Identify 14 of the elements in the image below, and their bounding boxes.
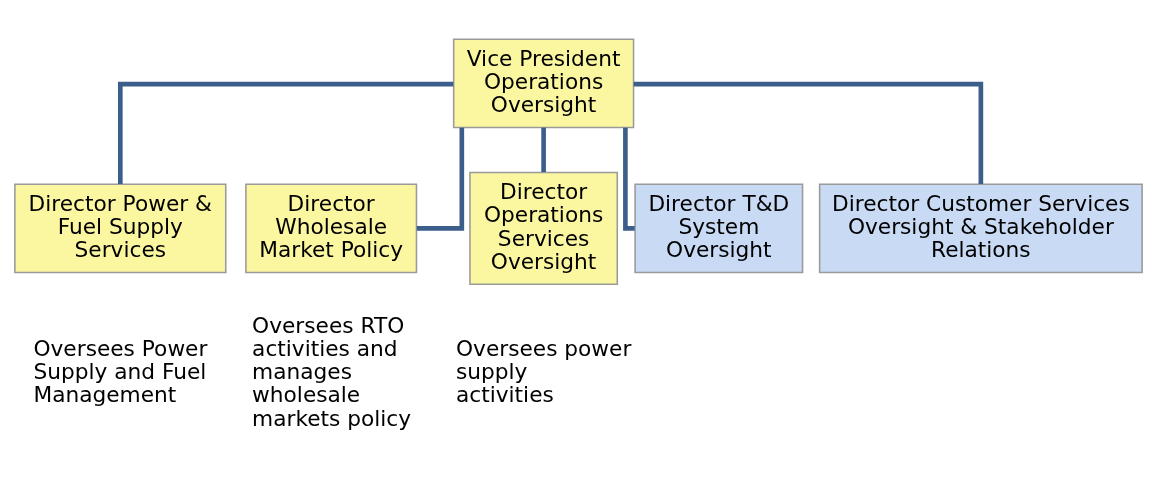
node-box: Director Customer Services Oversight & Stakeholder Relations <box>818 183 1143 274</box>
node-box: Director Wholesale Market Policy <box>245 183 418 274</box>
connector <box>623 127 635 231</box>
node-label: Oversees power supply activities <box>456 335 632 408</box>
node-box: Director Power & Fuel Supply Services <box>14 183 227 274</box>
node-box: Director Operations Services Oversight <box>469 171 619 285</box>
connector <box>541 127 546 173</box>
node-label: Oversees Power Supply and Fuel Management <box>33 335 208 408</box>
node-label: Oversees RTO activities and manages wholesale markets policy <box>252 312 412 431</box>
node-box: Director T&D System Oversight <box>634 183 804 274</box>
connector <box>118 81 454 184</box>
connector <box>633 81 984 184</box>
connector <box>416 127 465 231</box>
node-box: Vice President Operations Oversight <box>452 38 635 129</box>
